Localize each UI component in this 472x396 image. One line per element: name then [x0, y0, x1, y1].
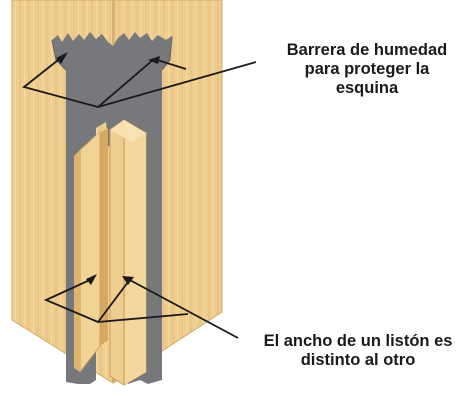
callout-line: para proteger la — [304, 60, 430, 78]
callout-line: esquina — [335, 79, 399, 97]
arrowhead-trim-left — [86, 274, 97, 285]
arrowhead-trim-right — [122, 276, 134, 285]
leader-lines-barrier — [22, 56, 257, 108]
trim-board-right — [109, 119, 147, 386]
trim-width-callout: El ancho de un listón es distinto al otr… — [244, 332, 472, 370]
callout-line: El ancho de un listón es — [263, 332, 453, 350]
callout-line: Barrera de humedad — [286, 41, 448, 59]
moisture-barrier-callout: Barrera de humedad para proteger la esqu… — [262, 41, 472, 98]
arrowhead-barrier-left — [56, 52, 68, 64]
arrowhead-barrier-right — [148, 56, 160, 64]
callout-line: distinto al otro — [300, 351, 416, 369]
leader-lines-trim — [43, 277, 239, 339]
trim-board-left — [74, 128, 108, 374]
